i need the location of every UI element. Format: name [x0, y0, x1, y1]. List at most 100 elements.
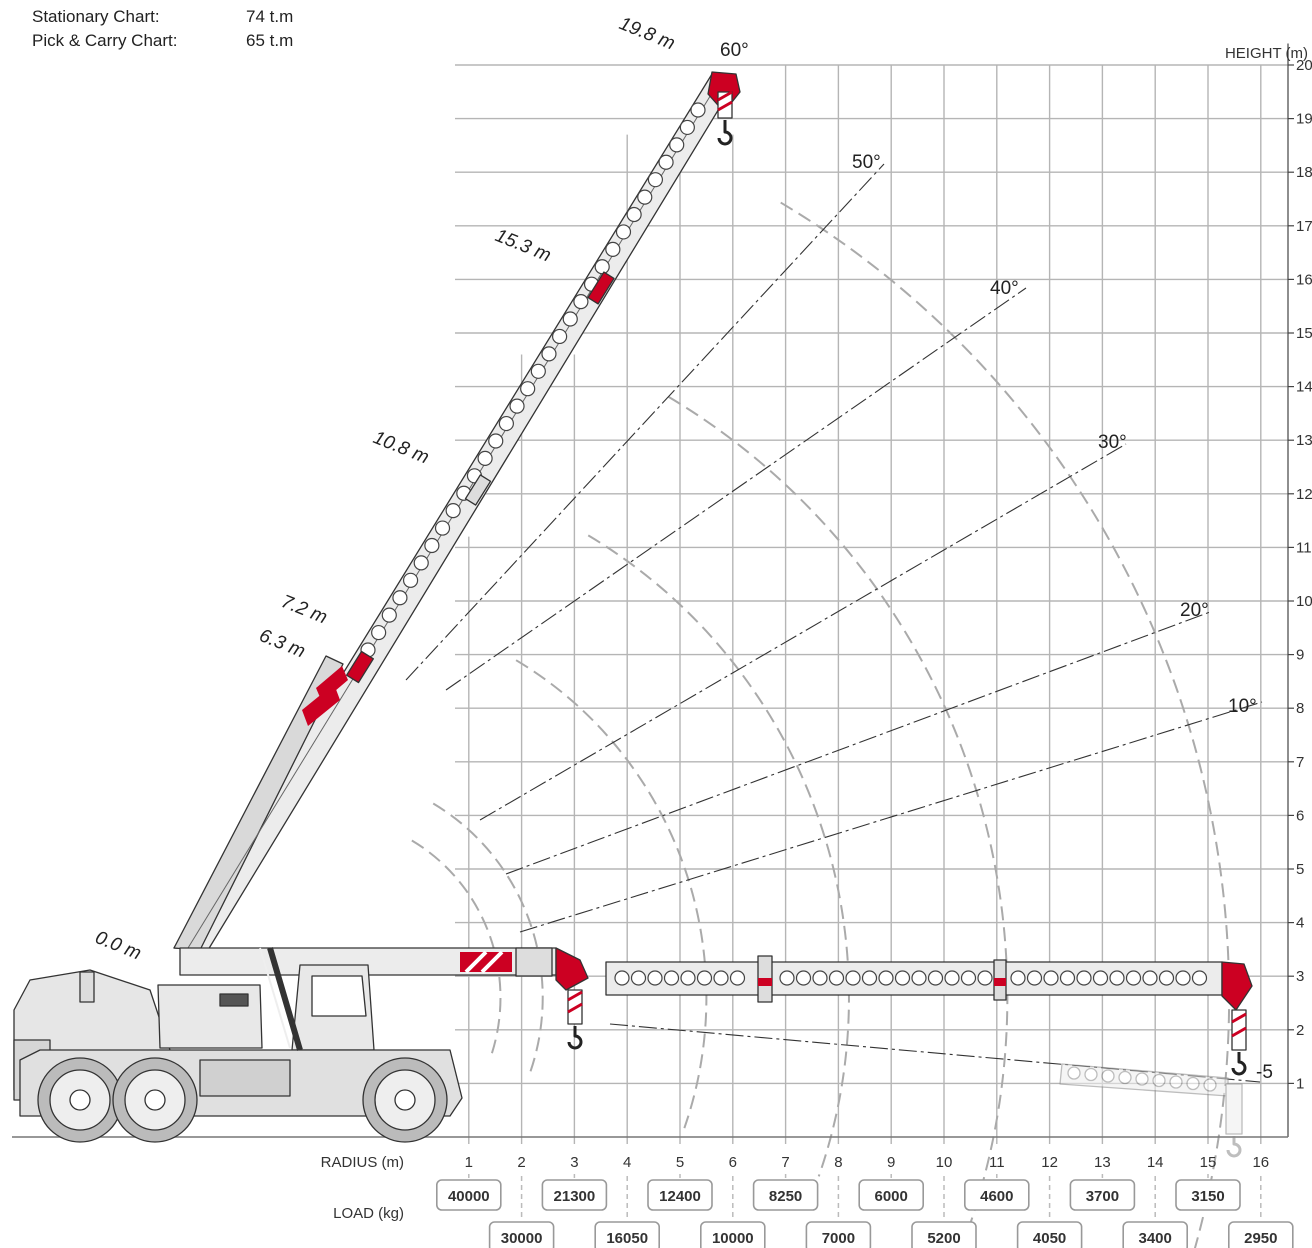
load-value-16: 2950 — [1244, 1230, 1277, 1247]
extended-boom-hole — [861, 970, 878, 986]
extended-boom-head — [1221, 961, 1253, 1011]
boom-hole — [605, 241, 621, 257]
load-value-12: 4050 — [1033, 1230, 1066, 1247]
extended-boom-hole — [977, 970, 993, 986]
radius-tick-5: 5 — [676, 1154, 684, 1171]
radius-tick-7: 7 — [781, 1154, 789, 1171]
extended-boom-hole — [1092, 970, 1109, 986]
angle-label-40: 40° — [990, 278, 1019, 299]
extended-boom-hole — [894, 970, 911, 986]
spec-stationary-label: Stationary Chart: — [32, 7, 160, 26]
extended-boom-hole — [614, 970, 630, 986]
ghost-hole — [1186, 1076, 1200, 1091]
boom-hole — [626, 206, 642, 223]
boom-length-1: 6.3 m — [256, 625, 308, 662]
load-box-14 — [1122, 1221, 1188, 1248]
extended-boom-hole — [1076, 970, 1092, 986]
angle-rays — [405, 163, 1263, 1083]
load-value-9: 6000 — [875, 1188, 908, 1205]
boom-hole — [541, 346, 557, 362]
ghost-hole — [1067, 1066, 1081, 1080]
extended-boom-hole — [680, 970, 696, 986]
extended-boom-hole — [779, 970, 795, 986]
extended-boom-hole — [1026, 970, 1043, 986]
wheel-hub — [394, 1089, 416, 1111]
load-value-13: 3700 — [1086, 1188, 1119, 1205]
boom-hole — [690, 102, 706, 118]
boom-hole — [381, 607, 397, 623]
hook-long — [1231, 1052, 1247, 1076]
boom-hole — [552, 328, 568, 345]
hook-short — [567, 1026, 583, 1050]
load-box-9 — [858, 1179, 925, 1211]
load-value-7: 8250 — [769, 1188, 802, 1205]
spec-stationary: Stationary Chart:74 t.m — [32, 6, 293, 28]
ghost-hole — [1169, 1075, 1183, 1089]
angle-ray-4 — [519, 701, 1263, 933]
boom-hole — [434, 520, 451, 536]
range-arc-3 — [587, 534, 850, 1177]
extended-boom-hole — [795, 970, 812, 986]
boom-length-2: 7.2 m — [278, 591, 330, 628]
horizontal-boom-head — [555, 947, 589, 991]
boom-hole — [520, 381, 536, 397]
range-arc-5 — [780, 201, 1231, 1248]
angle-label-50: 50° — [852, 152, 881, 173]
exhaust-stack — [79, 971, 95, 1003]
boom-hole — [488, 433, 504, 449]
angle-label-20: 20° — [1180, 600, 1209, 621]
height-tick-20: 20 — [1296, 57, 1312, 74]
boom-hole — [498, 415, 514, 432]
ghost-hole — [1135, 1072, 1149, 1086]
load-box-15 — [1175, 1179, 1241, 1211]
height-tick-7: 7 — [1296, 754, 1304, 771]
angle-label-30: 30° — [1098, 432, 1127, 453]
boom-hole — [402, 572, 419, 588]
boom-length-3: 10.8 m — [370, 427, 432, 468]
height-tick-5: 5 — [1296, 861, 1304, 878]
range-arc-2 — [515, 659, 708, 1129]
boom-hole — [477, 450, 493, 466]
wheels — [37, 1057, 448, 1143]
load-value-15: 3150 — [1191, 1188, 1224, 1205]
extended-boom-hole — [960, 970, 977, 986]
boom-hole — [424, 537, 440, 554]
collar-15-3 — [587, 271, 615, 305]
radius-tick-2: 2 — [517, 1154, 525, 1171]
extended-boom-hole — [944, 970, 960, 986]
extended-boom-hole — [927, 970, 944, 986]
crane-drawing — [13, 71, 1253, 1158]
hook-top — [717, 120, 733, 146]
boom-hole — [573, 294, 589, 310]
boom-hole — [647, 172, 664, 188]
extended-boom-hole — [1059, 970, 1076, 986]
load-value-2: 30000 — [501, 1230, 543, 1247]
height-tick-18: 18 — [1296, 164, 1312, 181]
spec-pick-carry-value: 65 t.m — [246, 31, 294, 50]
extended-boom-hole — [663, 970, 680, 986]
load-axis-label: LOAD (kg) — [333, 1205, 404, 1222]
extended-boom-hole — [696, 970, 713, 986]
boom-hole — [658, 154, 674, 170]
extended-boom-hole — [630, 970, 647, 986]
load-value-10: 5200 — [927, 1230, 960, 1247]
load-box-2 — [488, 1221, 555, 1248]
extended-boom-hole — [1010, 970, 1026, 986]
angle-ray-5 — [609, 1023, 1261, 1083]
angle-label-10: 10° — [1228, 696, 1257, 717]
height-tick-12: 12 — [1296, 486, 1312, 503]
extended-boom-hole — [911, 970, 927, 986]
collar-6-3 — [345, 650, 375, 684]
boom-hole — [413, 555, 429, 571]
radius-tick-11: 11 — [989, 1154, 1005, 1171]
boom-hole — [445, 503, 461, 519]
load-box-1 — [435, 1179, 502, 1211]
height-tick-6: 6 — [1296, 807, 1304, 824]
angle-ray-1 — [445, 287, 1027, 691]
boom-hole — [509, 398, 525, 414]
boom-hole — [371, 624, 387, 641]
load-value-11: 4600 — [980, 1188, 1013, 1205]
extended-boom-hole — [1142, 970, 1158, 986]
